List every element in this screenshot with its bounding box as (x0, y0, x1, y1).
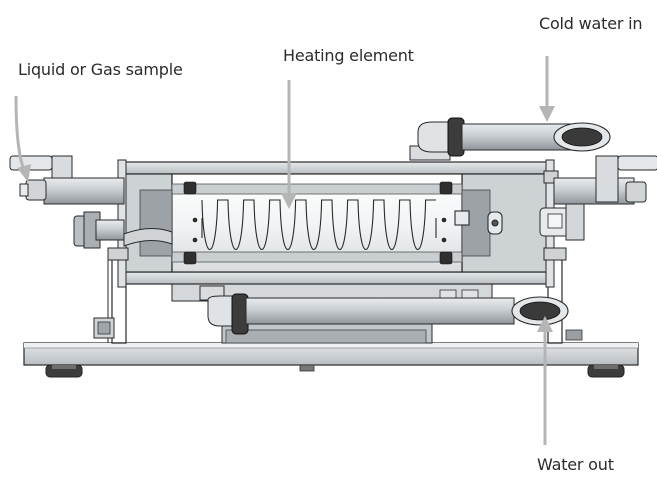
label-heating-element: Heating element (283, 46, 414, 65)
arrow-water-out (537, 316, 553, 445)
label-cold-water-in: Cold water in (539, 14, 643, 33)
arrow-liquid-or-gas-sample (14, 95, 31, 182)
label-water-out: Water out (537, 455, 614, 474)
rubber-feet (45, 364, 625, 378)
heating-coil (201, 199, 503, 250)
cold-water-inlet-pipe (409, 117, 611, 161)
water-outlet-pipe (199, 285, 569, 335)
support-brackets (93, 250, 583, 344)
label-liquid-or-gas-sample: Liquid or Gas sample (18, 60, 183, 79)
leader-arrows (14, 56, 555, 445)
arrow-cold-water-in (539, 56, 555, 122)
bolts (183, 181, 453, 265)
arrow-heating-element (281, 80, 297, 209)
cylinder-body (119, 161, 553, 285)
right-sample-fitting (539, 155, 657, 241)
